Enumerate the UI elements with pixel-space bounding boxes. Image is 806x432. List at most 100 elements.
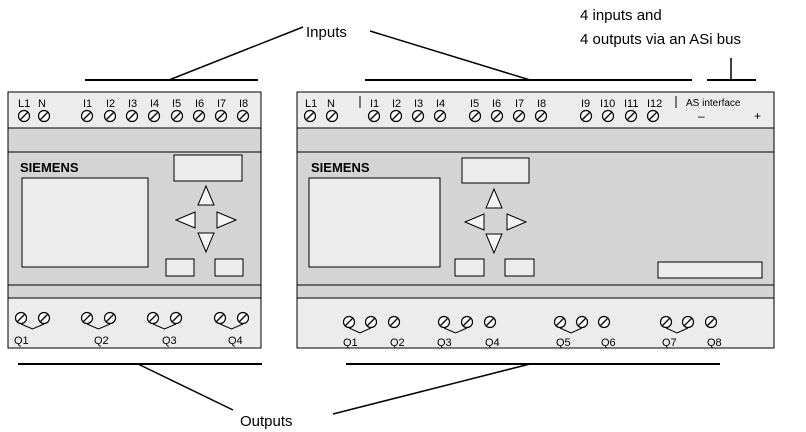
screw-slot bbox=[306, 112, 314, 120]
screw-slot bbox=[173, 112, 181, 120]
input-label: I11 bbox=[624, 98, 638, 110]
input-label: I7 bbox=[217, 98, 226, 110]
screw-slot bbox=[515, 112, 523, 120]
screw-slot bbox=[20, 112, 28, 120]
input-label: I3 bbox=[128, 98, 137, 110]
output-label: Q4 bbox=[485, 337, 500, 349]
screw-slot bbox=[493, 112, 501, 120]
screw-slot bbox=[390, 318, 398, 326]
module-large-brand: SIEMENS bbox=[311, 160, 370, 175]
screw-slot bbox=[239, 112, 247, 120]
screw-slot bbox=[172, 314, 180, 322]
screw-slot bbox=[627, 112, 635, 120]
input-label: I10 bbox=[600, 98, 615, 110]
module-large-key-right bbox=[504, 258, 535, 277]
input-label: I5 bbox=[470, 98, 479, 110]
arrow-right-icon bbox=[216, 211, 238, 229]
output-label: Q3 bbox=[437, 337, 452, 349]
screw-slot bbox=[486, 318, 494, 326]
screw-slot bbox=[367, 318, 375, 326]
relay-contact-link bbox=[152, 323, 177, 330]
terminal-label-n: N bbox=[327, 98, 335, 110]
screw-slot bbox=[128, 112, 136, 120]
screw-slot bbox=[217, 112, 225, 120]
input-label: I12 bbox=[647, 98, 662, 110]
input-label: I8 bbox=[537, 98, 546, 110]
module-large-display bbox=[308, 177, 441, 268]
output-label: Q1 bbox=[343, 337, 358, 349]
screw-slot bbox=[440, 318, 448, 326]
screw-slot bbox=[414, 112, 422, 120]
screw-slot bbox=[149, 314, 157, 322]
screw-slot bbox=[649, 112, 657, 120]
arrow-up-icon bbox=[485, 187, 503, 209]
relay-contact-link bbox=[219, 323, 244, 330]
screw-slot bbox=[106, 314, 114, 322]
screw-slot bbox=[600, 318, 608, 326]
module-small: SIEMENS L1 N I1 I2 I3 I4 I5 I6 I7 I8 Q1 … bbox=[7, 91, 262, 349]
input-label: I7 bbox=[515, 98, 524, 110]
screw-slot bbox=[471, 112, 479, 120]
outputs-leader-right bbox=[332, 363, 531, 415]
output-label: Q2 bbox=[94, 335, 109, 347]
output-label: Q6 bbox=[601, 337, 616, 349]
arrow-left-icon bbox=[174, 211, 196, 229]
screw-slot bbox=[436, 112, 444, 120]
output-label: Q2 bbox=[390, 337, 405, 349]
input-label: I5 bbox=[172, 98, 181, 110]
screw-slot bbox=[40, 112, 48, 120]
screw-slot bbox=[17, 314, 25, 322]
terminal-label-n: N bbox=[38, 98, 46, 110]
relay-contact-link bbox=[559, 327, 583, 334]
terminal-label-l1: L1 bbox=[305, 98, 317, 110]
input-label: I6 bbox=[195, 98, 204, 110]
screw-slot bbox=[556, 318, 564, 326]
input-label: I8 bbox=[239, 98, 248, 110]
input-label: I1 bbox=[370, 98, 379, 110]
screw-terminals bbox=[14, 109, 718, 334]
screw-slot bbox=[40, 314, 48, 322]
screw-slot bbox=[106, 112, 114, 120]
inputs-leader-right bbox=[369, 30, 531, 81]
input-label: I3 bbox=[414, 98, 423, 110]
relay-contact-link bbox=[348, 327, 372, 334]
input-label: I4 bbox=[436, 98, 445, 110]
screw-slot bbox=[392, 112, 400, 120]
arrow-left-icon bbox=[463, 213, 485, 231]
screw-slot bbox=[370, 112, 378, 120]
screw-slot bbox=[83, 112, 91, 120]
input-label: I2 bbox=[106, 98, 115, 110]
input-label: I9 bbox=[581, 98, 590, 110]
relay-contact-link bbox=[86, 323, 111, 330]
module-large-key-left bbox=[454, 258, 485, 277]
outputs-label: Outputs bbox=[240, 413, 293, 430]
screw-slot bbox=[345, 318, 353, 326]
screw-slot bbox=[328, 112, 336, 120]
output-label: Q7 bbox=[662, 337, 677, 349]
relay-contact-link bbox=[20, 323, 45, 330]
module-small-key-right bbox=[214, 258, 244, 277]
relay-contact-link bbox=[665, 327, 689, 334]
output-label: Q4 bbox=[228, 335, 243, 347]
as-plus-label: + bbox=[754, 109, 761, 123]
screw-slot bbox=[684, 318, 692, 326]
input-label: I4 bbox=[150, 98, 159, 110]
terminal-label-l1: L1 bbox=[18, 98, 30, 110]
inputs-label: Inputs bbox=[306, 24, 347, 41]
arrow-right-icon bbox=[506, 213, 528, 231]
as-interface-label: AS interface bbox=[686, 98, 741, 109]
module-small-brand: SIEMENS bbox=[20, 160, 79, 175]
output-label: Q5 bbox=[556, 337, 571, 349]
screw-slot bbox=[463, 318, 471, 326]
screw-slot bbox=[216, 314, 224, 322]
screw-slot bbox=[662, 318, 670, 326]
module-small-input-strip bbox=[7, 91, 262, 129]
input-label: I2 bbox=[392, 98, 401, 110]
relay-contact-link bbox=[443, 327, 468, 334]
screw-slot bbox=[195, 112, 203, 120]
as-minus-label: – bbox=[698, 109, 705, 123]
input-label: I6 bbox=[492, 98, 501, 110]
screw-slot bbox=[604, 112, 612, 120]
module-large: SIEMENS L1 N I1 I2 I3 I4 I5 I6 I7 I8 I9 … bbox=[296, 91, 775, 349]
arrow-down-icon bbox=[485, 233, 503, 255]
